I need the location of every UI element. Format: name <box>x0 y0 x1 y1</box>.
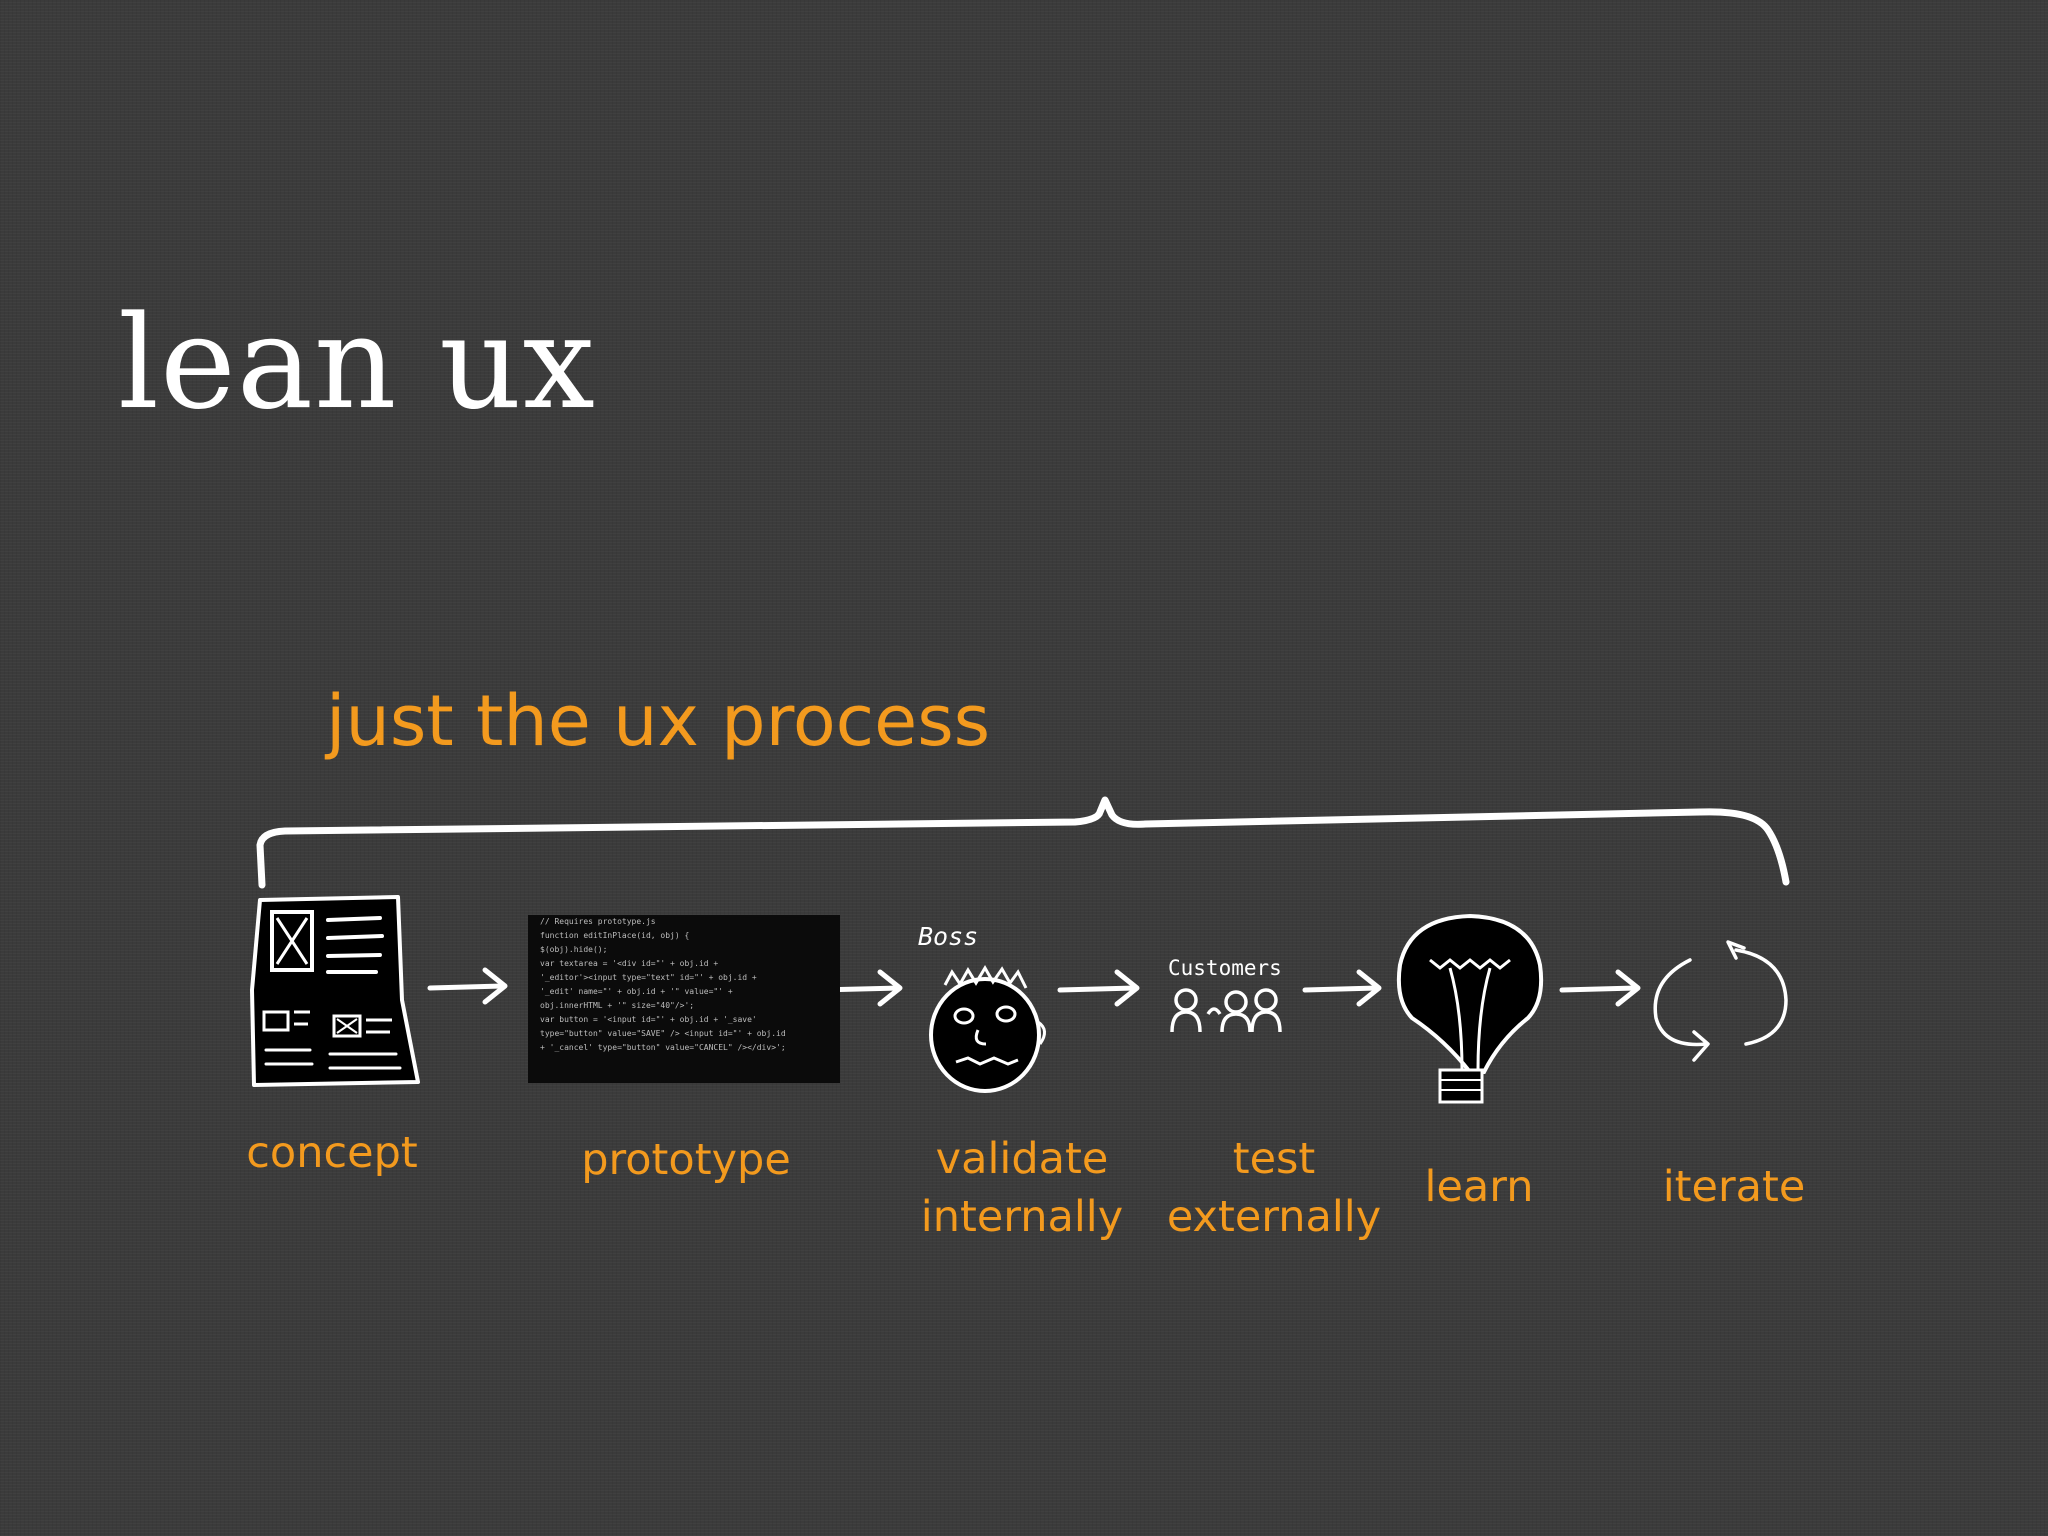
slide-subtitle: just the ux process <box>326 680 991 762</box>
code-line: '_editor'><input type="text" id="' + obj… <box>540 973 757 982</box>
code-prototype-icon: // Requires prototype.js function editIn… <box>528 915 840 1083</box>
step-label-validate: validate internally <box>920 1134 1124 1242</box>
step-label-prototype: prototype <box>581 1135 791 1185</box>
code-line: function editInPlace(id, obj) { <box>540 931 690 940</box>
arrow-concept-prototype <box>427 967 508 1005</box>
step-label-test: test externally <box>1166 1134 1382 1242</box>
boss-face-icon <box>929 965 1046 1093</box>
boss-sketch-label: Boss <box>918 922 979 951</box>
code-line: '_edit' name="' + obj.id + '" value="' + <box>540 987 733 996</box>
code-line: var button = '<input id="' + obj.id + '_… <box>540 1015 757 1024</box>
code-line: type="button" value="SAVE" /> <input id=… <box>540 1029 786 1038</box>
code-line: $(obj).hide(); <box>540 945 608 954</box>
code-line: var textarea = '<div id="' + obj.id + <box>540 959 719 968</box>
step-label-iterate: iterate <box>1662 1162 1806 1212</box>
step-label-learn: learn <box>1424 1162 1534 1212</box>
cycle-arrows-icon <box>1653 940 1788 1062</box>
customers-group-icon <box>1170 988 1282 1033</box>
curly-brace <box>256 796 1790 889</box>
arrow-validate-test <box>1057 969 1140 1007</box>
lightbulb-icon <box>1396 913 1544 1104</box>
arrow-test-learn <box>1302 969 1382 1007</box>
code-line: // Requires prototype.js <box>540 917 656 926</box>
step-label-concept: concept <box>246 1128 418 1178</box>
wireframe-sketch-icon <box>250 895 420 1087</box>
arrow-learn-iterate <box>1559 969 1641 1007</box>
code-line: obj.innerHTML + '" size="40"/>'; <box>540 1001 695 1010</box>
customers-sketch-label: Customers <box>1168 956 1282 980</box>
code-line: + '_cancel' type="button" value="CANCEL"… <box>540 1043 786 1052</box>
slide-title: lean ux <box>118 289 596 438</box>
